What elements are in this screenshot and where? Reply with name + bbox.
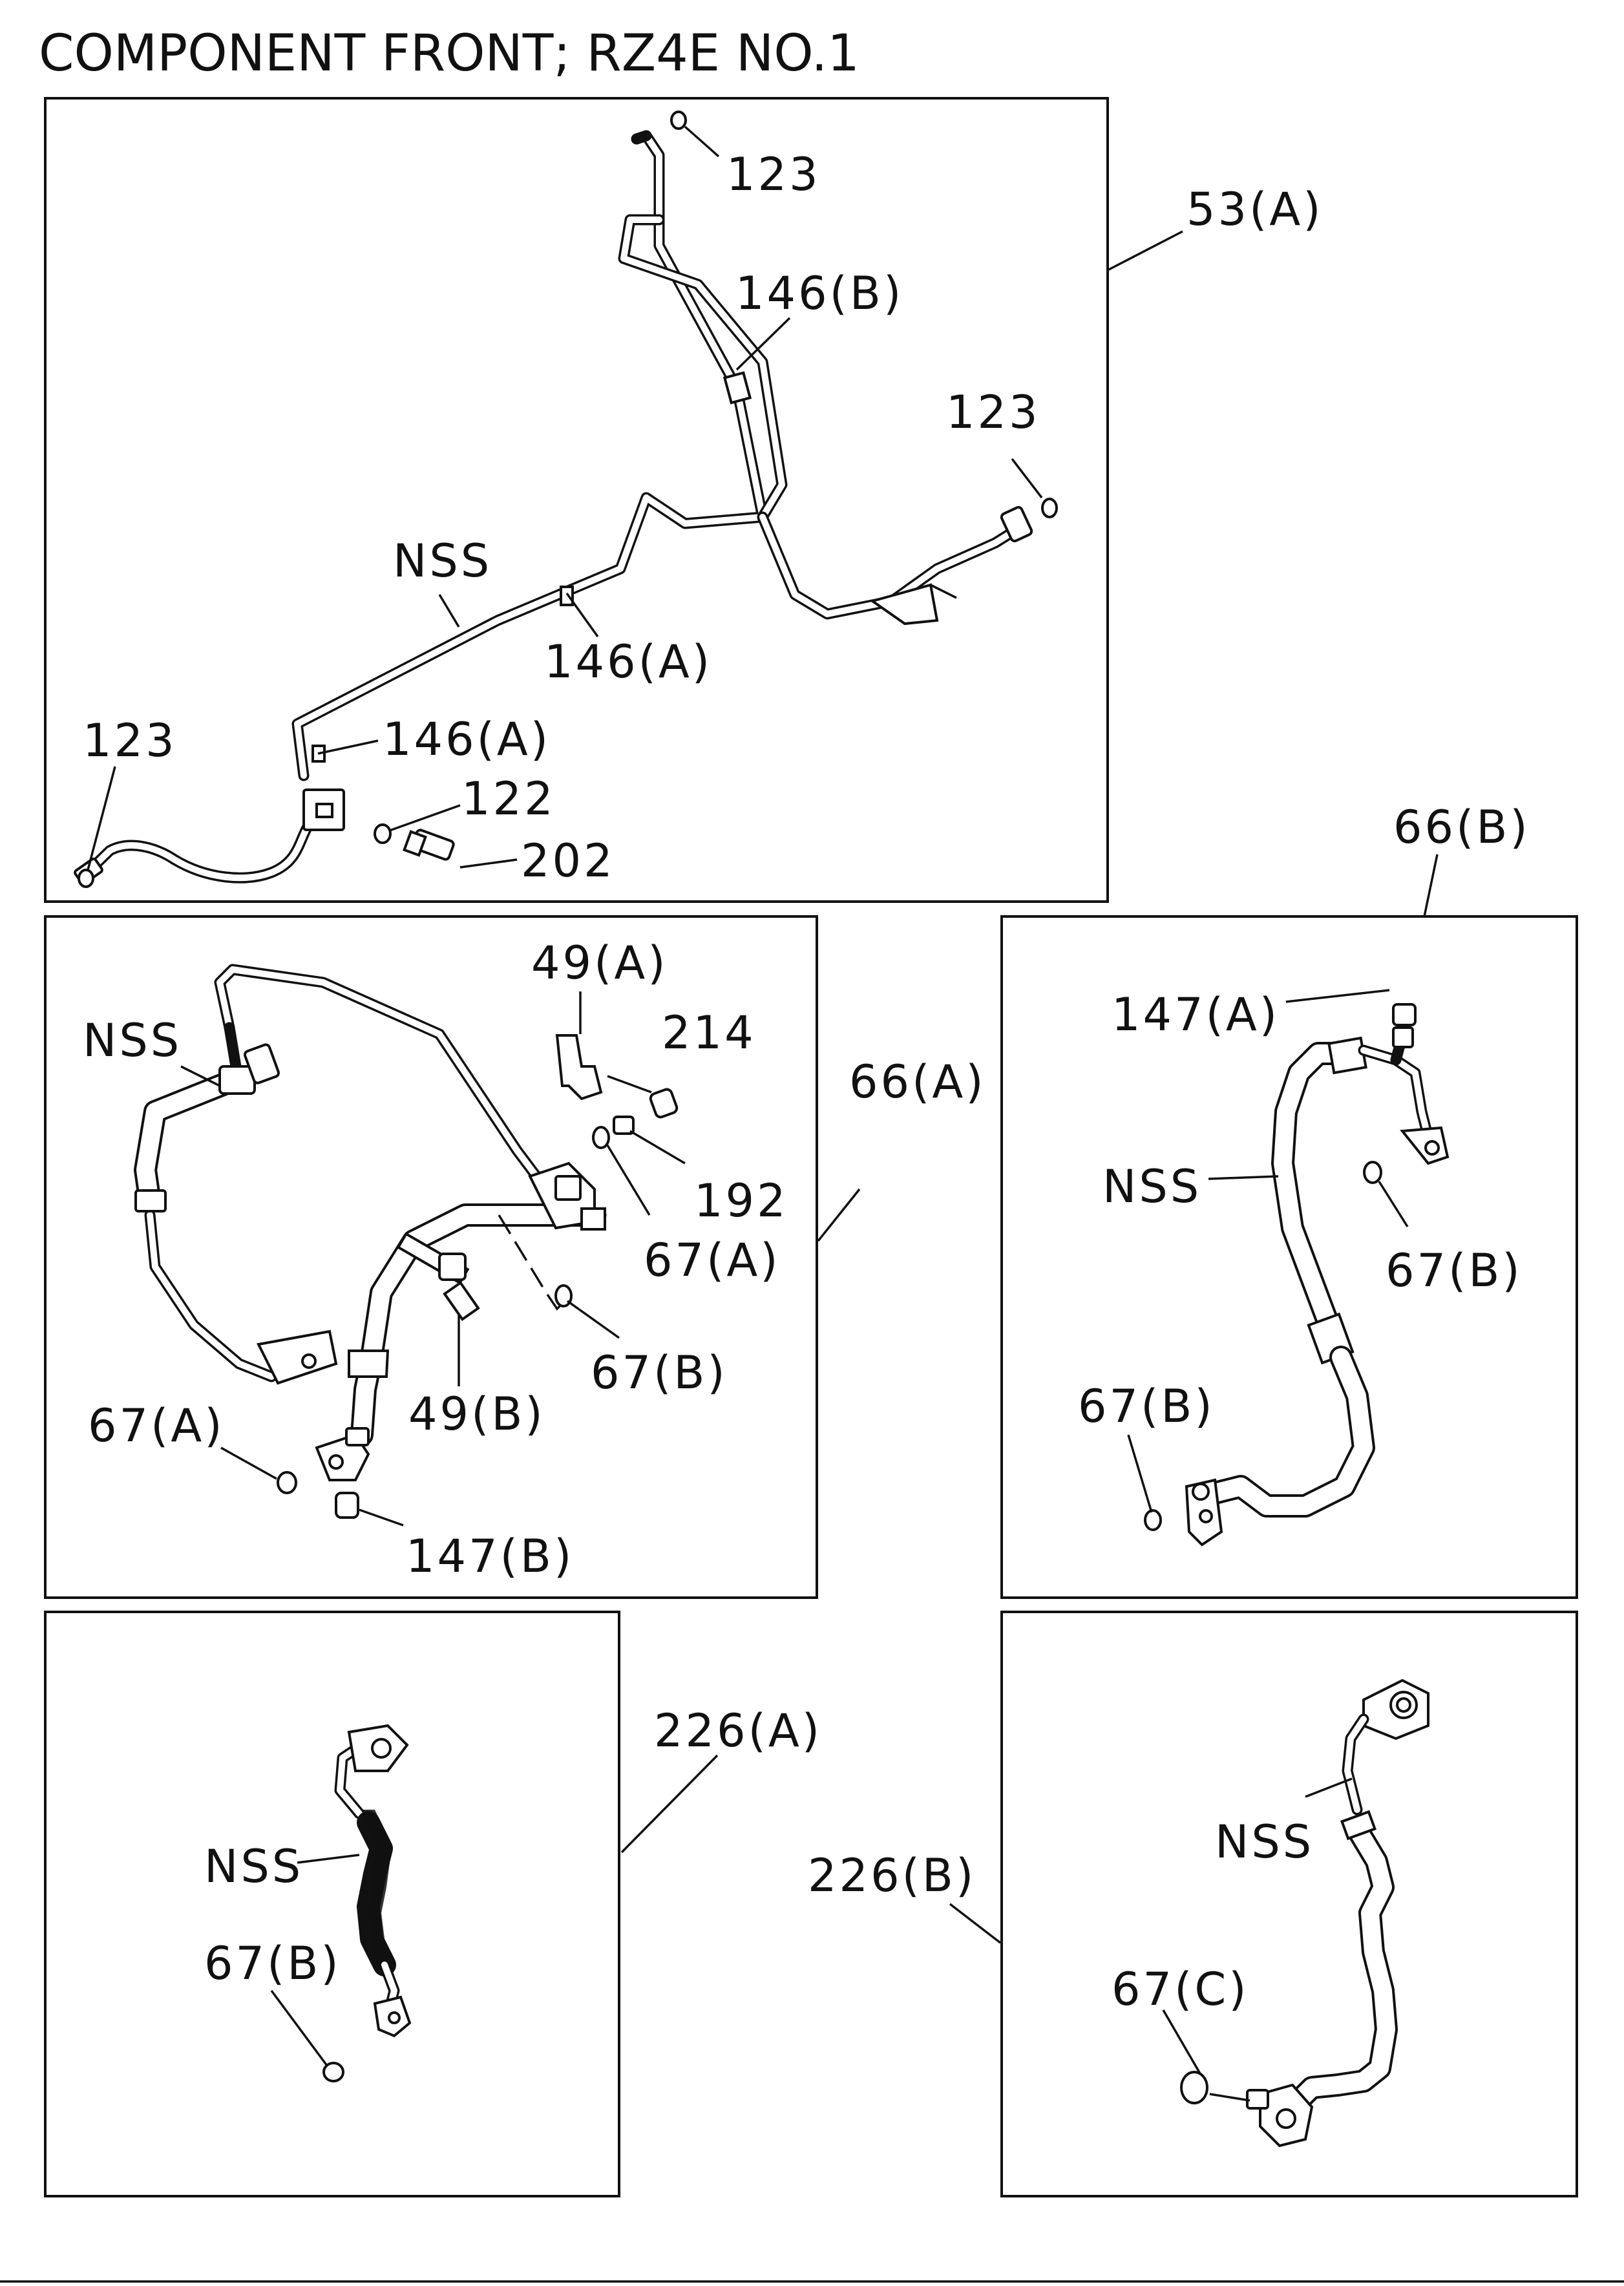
panel-ref-66b: 66(B) [1393, 801, 1530, 854]
ac-hose-226b [1246, 1678, 1429, 2148]
ac-hose-226a [334, 1724, 412, 2038]
panel-66a: NSS 49(A) 214 192 67(A) 67(B) 49(B) 67(A… [44, 915, 986, 1599]
label-202: 202 [521, 834, 615, 887]
o-ring [670, 111, 687, 130]
label-123: 123 [946, 386, 1040, 439]
label-nss: NSS [1102, 1160, 1201, 1213]
label-67b: 67(B) [204, 1937, 341, 1990]
panel-ref-53a: 53(A) [1186, 183, 1323, 236]
label-67a: 67(A) [88, 1399, 225, 1452]
label-67a: 67(A) [644, 1234, 781, 1287]
label-146a: 146(A) [383, 713, 551, 766]
o-ring [1144, 1509, 1162, 1531]
label-49a: 49(A) [531, 937, 668, 990]
panel-ref-226b: 226(B) [808, 1849, 976, 1902]
label-147b: 147(B) [406, 1530, 574, 1583]
panel-226b: NSS 67(C) 226(B) [808, 1611, 1578, 2197]
label-nss: NSS [204, 1840, 303, 1893]
label-147a: 147(A) [1112, 988, 1280, 1041]
panel-66a-frame [44, 915, 818, 1599]
ac-hose-66a [134, 964, 679, 1481]
ac-pipe-53a [74, 130, 1033, 885]
panel-53a: 123 146(B) 123 NSS 146(A) 123 146(A) 122… [44, 97, 1323, 903]
label-123: 123 [726, 148, 821, 201]
label-123: 123 [83, 714, 177, 767]
cap [335, 1492, 359, 1519]
label-67b: 67(B) [1078, 1380, 1215, 1433]
label-214: 214 [662, 1006, 756, 1059]
label-nss: NSS [1215, 1815, 1314, 1868]
label-146b: 146(B) [735, 267, 903, 320]
panel-226a: NSS 67(B) 226(A) [44, 1611, 822, 2197]
panel-66b-frame [1000, 915, 1578, 1599]
o-ring [322, 2062, 344, 2082]
panel-ref-66a: 66(A) [849, 1055, 986, 1108]
label-122: 122 [461, 772, 556, 825]
label-nss: NSS [393, 534, 492, 587]
o-ring [592, 1126, 610, 1149]
o-ring [374, 823, 392, 844]
panel-226a-frame [44, 1611, 620, 2197]
o-ring [1363, 1161, 1382, 1184]
label-146a: 146(A) [544, 635, 712, 688]
label-192: 192 [694, 1174, 788, 1227]
o-ring [1180, 2071, 1208, 2104]
o-ring [78, 869, 94, 888]
panel-53a-frame [44, 97, 1109, 903]
panel-226b-frame [1000, 1611, 1578, 2197]
label-nss: NSS [83, 1014, 182, 1067]
label-67b: 67(B) [1386, 1244, 1523, 1297]
o-ring [277, 1471, 297, 1494]
panel-ref-226a: 226(A) [654, 1704, 822, 1757]
label-67b: 67(B) [591, 1346, 728, 1399]
label-49b: 49(B) [408, 1388, 545, 1441]
panel-66b: 147(A) NSS 67(B) 67(B) 66(B) [1000, 801, 1578, 1599]
o-ring [1041, 498, 1058, 518]
page-title: COMPONENT FRONT; RZ4E NO.1 [39, 25, 859, 83]
label-67c: 67(C) [1112, 1963, 1249, 2016]
ac-hose-66b [1185, 1003, 1450, 1547]
